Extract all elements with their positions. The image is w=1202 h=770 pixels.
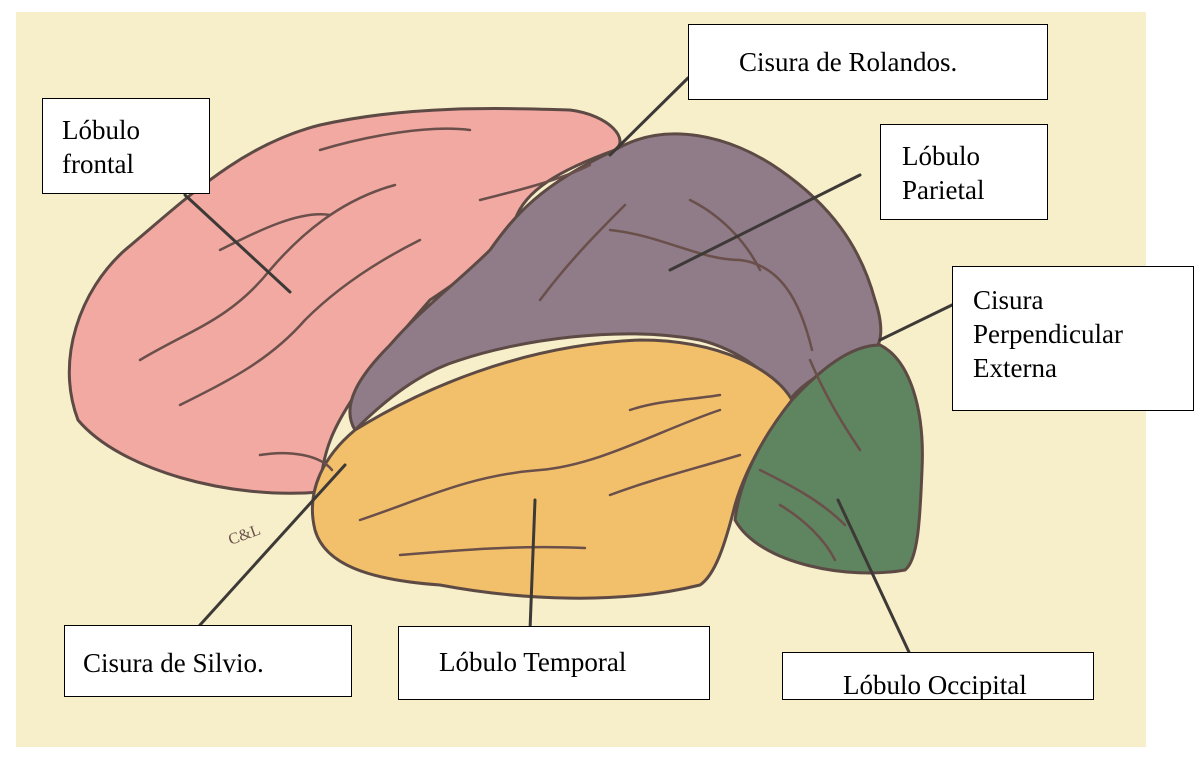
label-lobulo-parietal: Lóbulo Parietal: [880, 124, 1048, 220]
label-cisura-perpendicular-externa: Cisura Perpendicular Externa: [952, 266, 1194, 411]
label-cisura-de-rolando: Cisura de Rolandos.: [688, 24, 1048, 100]
label-lobulo-occipital: Lóbulo Occipital: [782, 652, 1094, 700]
label-lobulo-temporal: Lóbulo Temporal: [398, 626, 710, 700]
label-cisura-de-silvio: Cisura de Silvio.: [64, 625, 352, 697]
label-lobulo-frontal: Lóbulo frontal: [42, 98, 210, 194]
